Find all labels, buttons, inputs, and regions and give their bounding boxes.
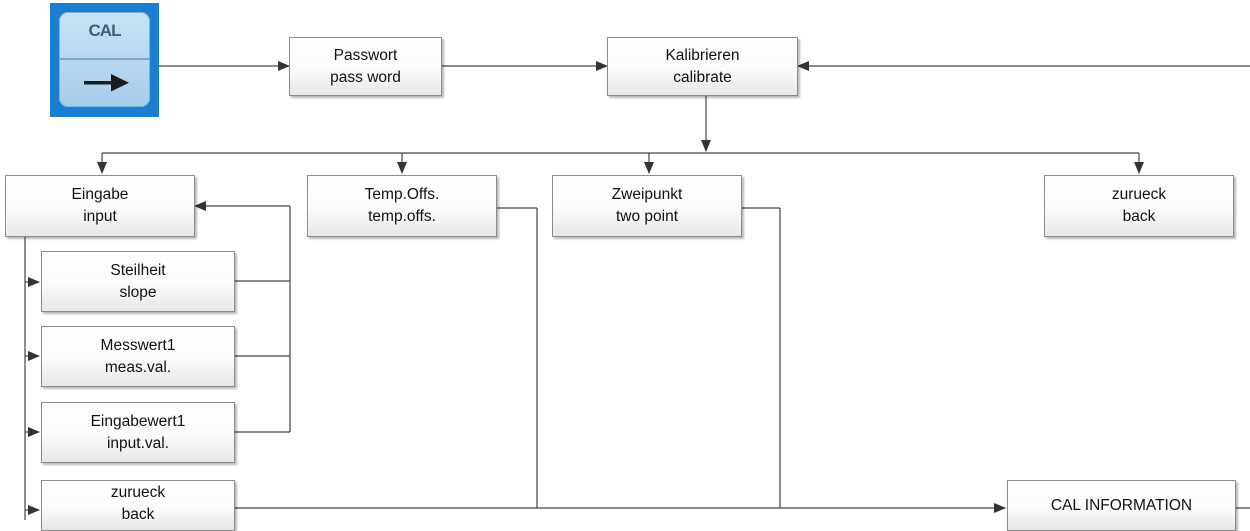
node-zurueck-sub-de: zurueck — [110, 484, 166, 501]
node-eingabewert-en: input.val. — [106, 434, 170, 452]
node-zurueck-top-en: back — [1122, 208, 1156, 225]
node-zweipunkt[interactable]: Zweipunkt two point — [552, 175, 742, 237]
node-passwort-de: Passwort — [333, 46, 398, 64]
node-zweipunkt-de: Zweipunkt — [611, 186, 683, 203]
node-kalibrieren-en: calibrate — [673, 68, 732, 86]
node-passwort[interactable]: Passwort pass word — [289, 37, 442, 96]
node-steilheit-de: Steilheit — [110, 261, 166, 279]
node-steilheit-en: slope — [119, 283, 157, 301]
node-eingabewert[interactable]: Eingabewert1 input.val. — [41, 402, 235, 463]
cal-key-label: CAL — [88, 21, 122, 40]
node-tempoffs[interactable]: Temp.Offs. temp.offs. — [307, 175, 497, 237]
node-eingabe-de: Eingabe — [71, 186, 129, 203]
node-eingabewert-de: Eingabewert1 — [90, 412, 186, 430]
node-messwert[interactable]: Messwert1 meas.val. — [41, 326, 235, 387]
node-messwert-de: Messwert1 — [100, 336, 176, 354]
node-eingabe[interactable]: Eingabe input — [5, 175, 195, 237]
node-zurueck-sub-en: back — [121, 506, 155, 523]
node-passwort-en: pass word — [330, 68, 401, 86]
node-zweipunkt-en: two point — [615, 208, 679, 225]
node-steilheit[interactable]: Steilheit slope — [41, 251, 235, 312]
node-cal-information-label: CAL INFORMATION — [1050, 496, 1193, 514]
node-tempoffs-de: Temp.Offs. — [364, 186, 440, 203]
node-messwert-en: meas.val. — [104, 358, 172, 376]
node-tempoffs-en: temp.offs. — [368, 208, 436, 225]
node-zurueck-sub[interactable]: zurueck back — [41, 480, 235, 531]
cal-key-divider — [59, 58, 150, 60]
cal-key-button[interactable]: CAL — [50, 3, 159, 117]
node-zurueck-top[interactable]: zurueck back — [1044, 175, 1234, 237]
node-eingabe-en: input — [83, 208, 117, 225]
node-kalibrieren-de: Kalibrieren — [665, 46, 740, 64]
node-cal-information[interactable]: CAL INFORMATION — [1007, 480, 1236, 531]
node-zurueck-top-de: zurueck — [1111, 186, 1167, 203]
cal-key-face: CAL — [59, 12, 150, 107]
right-arrow-icon — [84, 74, 129, 92]
node-kalibrieren[interactable]: Kalibrieren calibrate — [607, 37, 798, 96]
